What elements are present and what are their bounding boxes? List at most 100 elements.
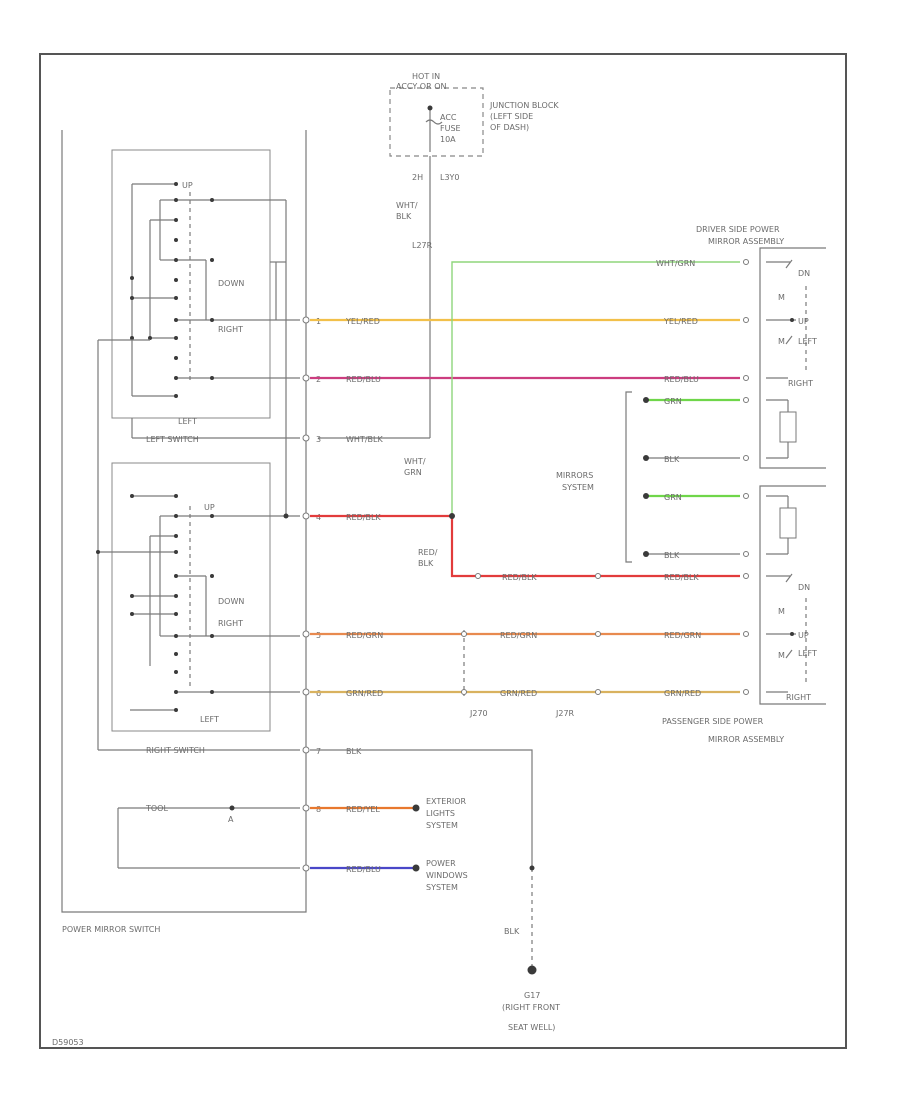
lower-down-label: DOWN xyxy=(218,597,244,606)
right-switch-label: RIGHT SWITCH xyxy=(146,746,205,755)
lower-switch-dots xyxy=(96,494,289,712)
label-wires-red_blu: RED/BLU xyxy=(664,375,699,384)
label-wires-blk_mirror: BLK xyxy=(664,551,680,560)
fuse-label-3: 10A xyxy=(440,135,456,144)
label-passenger_mirror-left: LEFT xyxy=(798,649,817,658)
upper-right-label: RIGHT xyxy=(218,325,243,334)
label-wires-red_blu2: RED/BLU xyxy=(346,865,381,874)
lower-right-label: RIGHT xyxy=(218,619,243,628)
label-driver_mirror-right: RIGHT xyxy=(788,379,813,388)
power-windows-label-1: POWER xyxy=(426,859,456,868)
pin-5: 5 xyxy=(316,631,321,640)
label-wires-red_blk_v2: BLK xyxy=(418,559,434,568)
label-passenger_mirror-line2: MIRROR ASSEMBLY xyxy=(708,735,784,744)
junction-block: HOT IN ACCY OR ON ACC FUSE 10A JUNCTION … xyxy=(389,72,559,182)
label-wires-grn: GRN xyxy=(664,493,682,502)
colored-wires xyxy=(310,261,740,870)
label-wires-red_grn: RED/GRN xyxy=(500,631,537,640)
pin-4: 4 xyxy=(316,513,321,522)
label-passenger_mirror-right: RIGHT xyxy=(786,693,811,702)
lower-left-label: LEFT xyxy=(200,715,219,724)
hot-label-2: ACCY OR ON xyxy=(396,82,446,91)
label-driver_mirror-m: M xyxy=(778,293,785,302)
pin-8: 8 xyxy=(316,805,321,814)
label-wires-blk: BLK xyxy=(346,747,362,756)
label-wires-red_blk_v1: RED/ xyxy=(418,548,438,557)
fuse-pin-label: 2H xyxy=(412,173,423,182)
ground-wire-label: BLK xyxy=(504,927,520,936)
label-driver_mirror-m: M xyxy=(778,337,785,346)
label-wires-wht_grn_v1: WHT/ xyxy=(404,457,426,466)
label-wires-yel_red: YEL/RED xyxy=(345,317,380,326)
fuse-label-1: ACC xyxy=(440,113,457,122)
upper-up-label: UP xyxy=(182,181,193,190)
label-wires-red_blk: RED/BLK xyxy=(664,573,699,582)
upper-switch-contacts xyxy=(131,183,300,516)
label-wires-yel_red: YEL/RED xyxy=(663,317,698,326)
label-wires-red_blk: RED/BLK xyxy=(346,513,381,522)
wire-label-wht-blk-v2: BLK xyxy=(396,212,412,221)
power-mirror-switch: POWER MIRROR SWITCH xyxy=(61,130,307,934)
label-wires-red_grn: RED/GRN xyxy=(346,631,383,640)
pin-7: 7 xyxy=(316,747,321,756)
exterior-lights-label-3: SYSTEM xyxy=(426,821,458,830)
passenger-mirror-assembly: PASSENGER SIDE POWER MIRROR ASSEMBLY DN … xyxy=(662,485,826,744)
tool-label: TOOL xyxy=(145,804,168,813)
wire-redblk2 xyxy=(450,516,740,578)
label-wires-red_grn: RED/GRN xyxy=(664,631,701,640)
pin-1: 1 xyxy=(316,317,321,326)
label-driver_mirror-dn: DN xyxy=(798,269,810,278)
label-passenger_mirror-m: M xyxy=(778,651,785,660)
wire-label-wht-blk-v1: WHT/ xyxy=(396,201,418,210)
left-switch-label: LEFT SWITCH xyxy=(146,435,199,444)
label-wires-red_blu: RED/BLU xyxy=(346,375,381,384)
junction-label-1: JUNCTION BLOCK xyxy=(489,101,559,110)
switch-connector-pins: 1 2 3 4 5 6 7 8 xyxy=(302,316,321,872)
label-wires-wht_grn: WHT/GRN xyxy=(656,259,695,268)
upper-down-label: DOWN xyxy=(218,279,244,288)
label-wires-red_blk: RED/BLK xyxy=(502,573,537,582)
label-wires-wht_grn_v2: GRN xyxy=(404,468,422,477)
junction-label-2: (LEFT SIDE xyxy=(490,112,533,121)
mirrors-system-label-2: SYSTEM xyxy=(562,483,594,492)
fuse-conn-label: L3Y0 xyxy=(440,173,460,182)
label-passenger_mirror-dn: DN xyxy=(798,583,810,592)
ground-loc-2: SEAT WELL) xyxy=(508,1023,555,1032)
ground-loc-1: (RIGHT FRONT xyxy=(502,1003,560,1012)
pin-6: 6 xyxy=(316,689,321,698)
label-wires-red_yel: RED/YEL xyxy=(346,805,380,814)
switch-title: POWER MIRROR SWITCH xyxy=(62,925,160,934)
label-passenger_mirror-line1: PASSENGER SIDE POWER xyxy=(662,717,764,726)
label-passenger_mirror-up: UP xyxy=(798,631,809,640)
j27r-label: J27R xyxy=(555,709,575,718)
label-wires-grn: GRN xyxy=(664,397,682,406)
label-wires-grn_red: GRN/RED xyxy=(664,689,701,698)
label-wires-grn_red: GRN/RED xyxy=(346,689,383,698)
label-wires-grn_red: GRN/RED xyxy=(500,689,537,698)
label-driver_mirror-line2: MIRROR ASSEMBLY xyxy=(708,237,784,246)
hot-label-1: HOT IN xyxy=(412,72,440,81)
ground-id: G17 xyxy=(524,991,540,1000)
fuse-label-2: FUSE xyxy=(440,124,461,133)
upper-left-label: LEFT xyxy=(178,417,197,426)
outer-frame xyxy=(39,53,847,1049)
wire-labels: WHT/GRN YEL/RED YEL/RED RED/BLU RED/BLU … xyxy=(345,259,701,874)
label-driver_mirror-left: LEFT xyxy=(798,337,817,346)
label-driver_mirror-up: UP xyxy=(798,317,809,326)
power-windows-label-3: SYSTEM xyxy=(426,883,458,892)
exterior-lights-label-2: LIGHTS xyxy=(426,809,455,818)
footer-code: D59053 xyxy=(52,1038,84,1047)
lower-up-label: UP xyxy=(204,503,215,512)
label-wires-blk_mirror: BLK xyxy=(664,455,680,464)
power-windows-label-2: WINDOWS xyxy=(426,871,468,880)
label-driver_mirror-line1: DRIVER SIDE POWER xyxy=(696,225,780,234)
label-wires-wht_blk: WHT/BLK xyxy=(346,435,383,444)
wire-label-l27r: L27R xyxy=(412,241,433,250)
driver-mirror-assembly: DRIVER SIDE POWER MIRROR ASSEMBLY DN M U… xyxy=(696,225,826,469)
pin-2: 2 xyxy=(316,375,321,384)
mirrors-system-label-1: MIRRORS xyxy=(556,471,593,480)
label-passenger_mirror-m: M xyxy=(778,607,785,616)
tool-pin-label: A xyxy=(228,815,234,824)
exterior-lights-label-1: EXTERIOR xyxy=(426,797,467,806)
